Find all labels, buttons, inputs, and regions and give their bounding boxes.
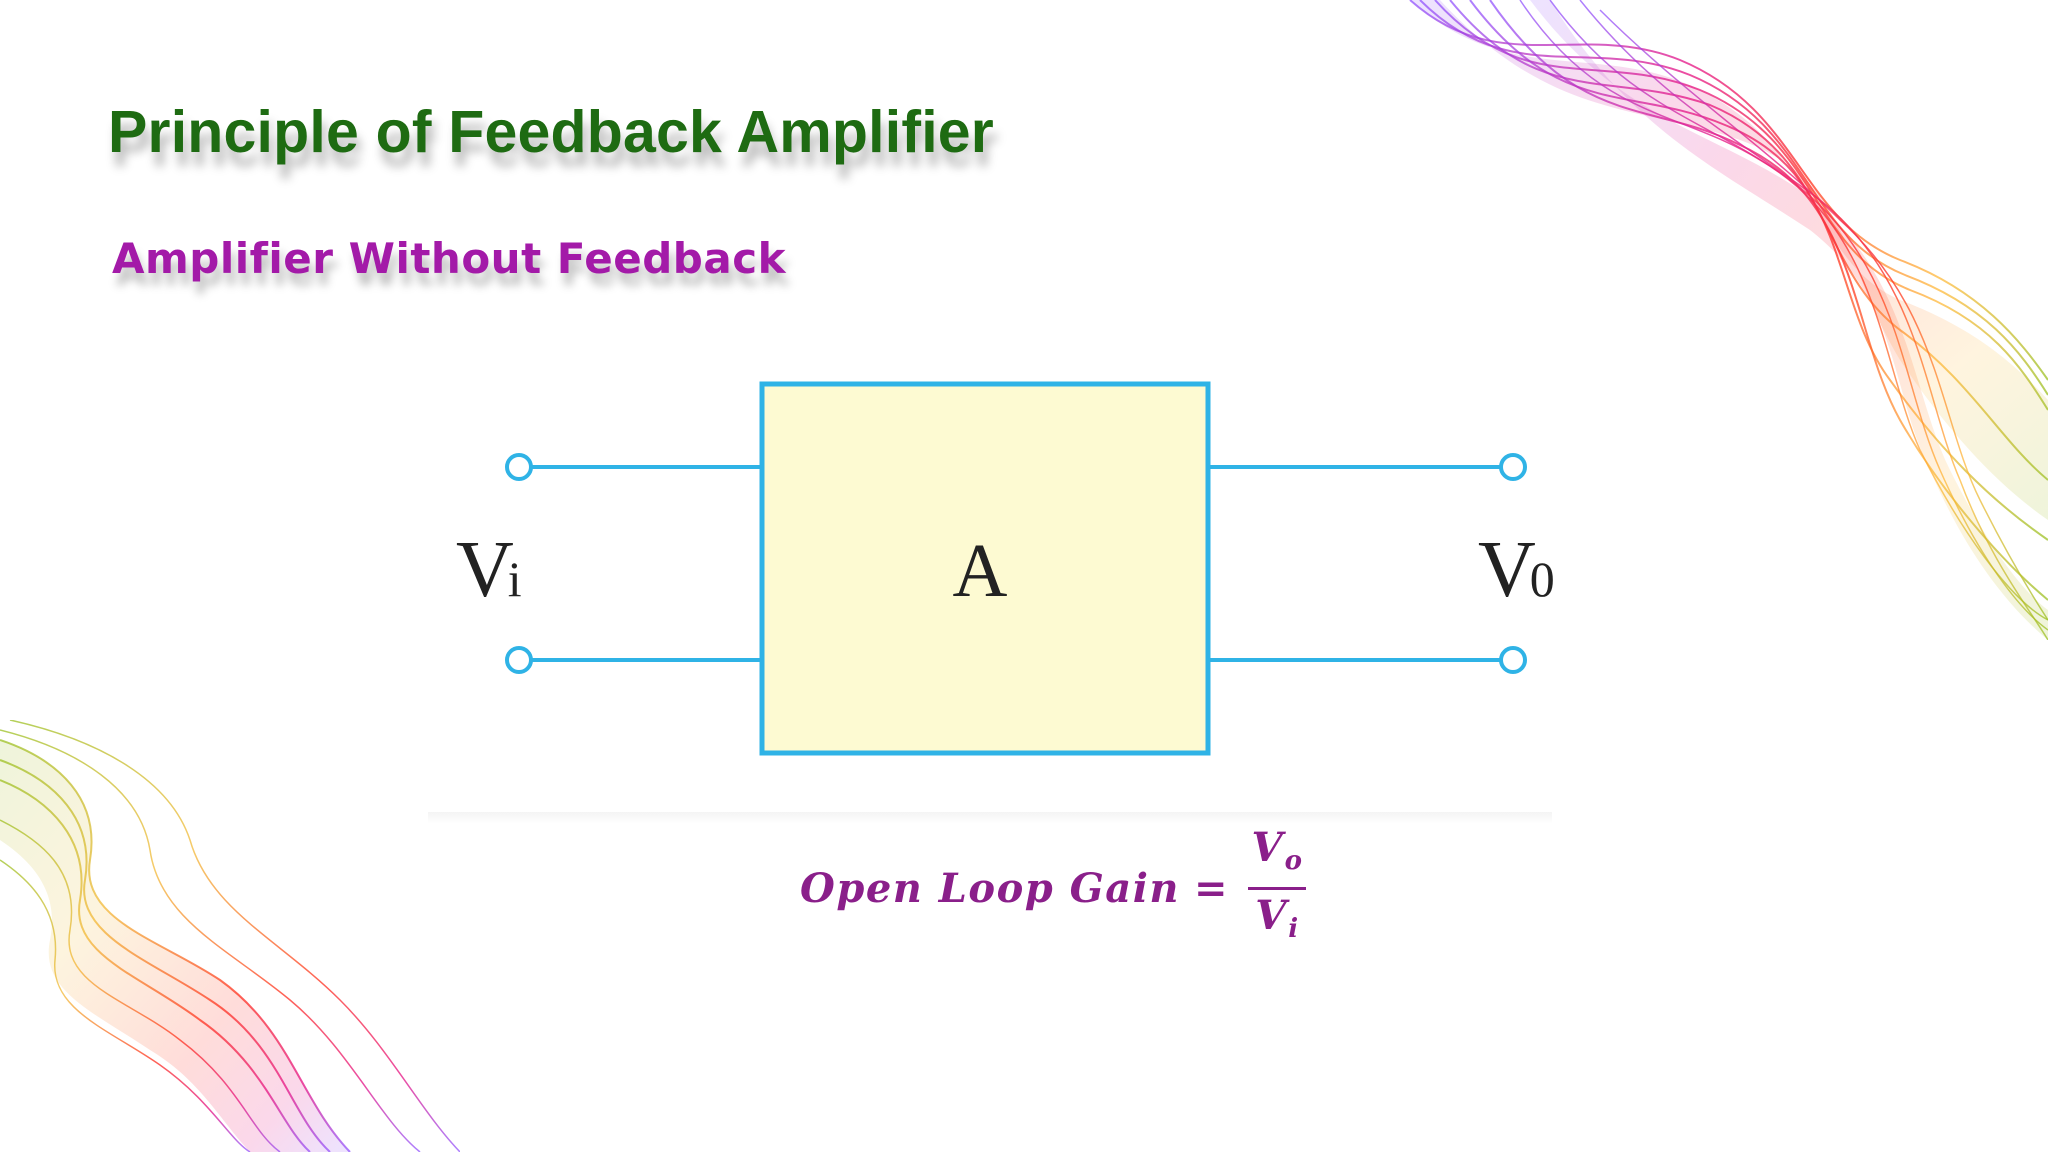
formula-equals: = [1194, 864, 1228, 912]
formula-panel [428, 812, 1552, 962]
amplifier-block-diagram: A Vi V0 [456, 381, 1555, 756]
formula-lhs: Open Loop Gain [800, 864, 1181, 912]
output-terminal-top [1499, 453, 1527, 481]
output-terminal-bottom [1499, 646, 1527, 674]
open-loop-gain-formula: Open Loop Gain = Vo Vi [800, 824, 1306, 948]
input-terminal-bottom [505, 646, 533, 674]
fraction-numerator: Vo [1251, 823, 1302, 876]
gain-fraction: Vo Vi [1247, 822, 1306, 955]
output-voltage-label: V0 [1478, 526, 1555, 614]
slide-title: Principle of Feedback Amplifier [108, 99, 994, 165]
amplifier-block [759, 381, 1211, 756]
slide-subtitle: Amplifier Without Feedback [112, 234, 787, 283]
fraction-denominator: Vi [1255, 891, 1299, 944]
input-terminal-top [505, 453, 533, 481]
fraction-bar [1247, 886, 1306, 890]
wave-decoration-bottom-left [0, 720, 460, 1152]
block-label: A [953, 529, 1008, 613]
input-voltage-label: Vi [456, 526, 522, 614]
